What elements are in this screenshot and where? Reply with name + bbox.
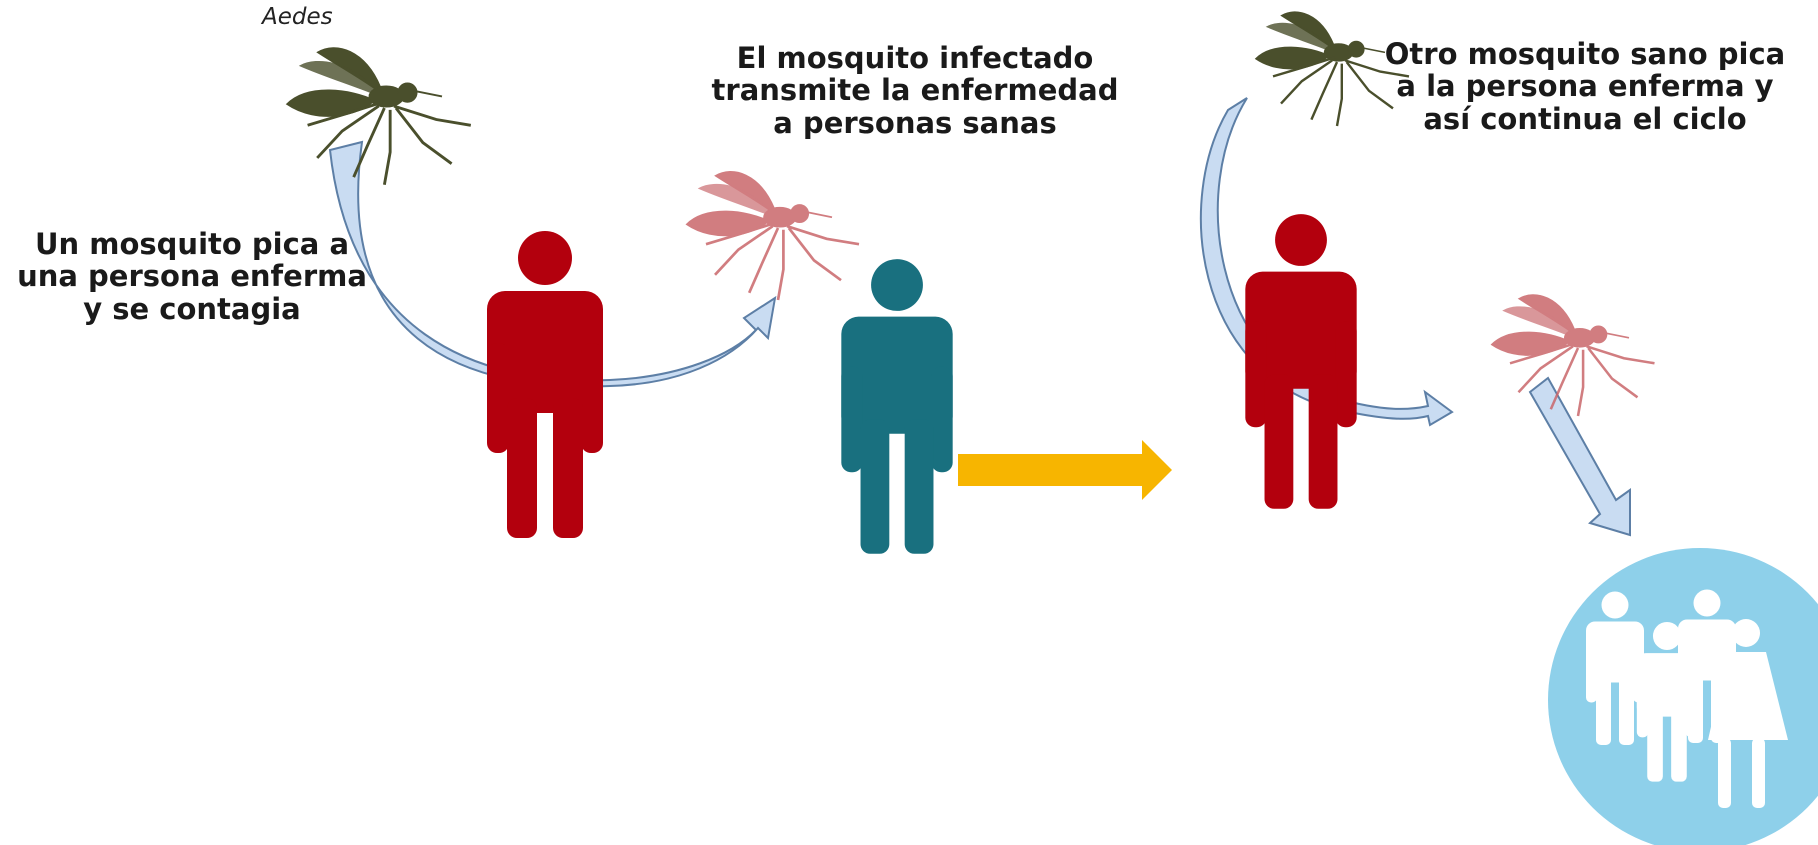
step3-caption: Otro mosquito sano pica a la persona enf…: [1370, 37, 1800, 136]
curved-arrow-bite-again: [1199, 97, 1454, 427]
straight-arrow-to-community: [1528, 376, 1631, 537]
sick-person-icon: [1245, 214, 1357, 509]
step2-caption-line: a personas sanas: [773, 105, 1057, 140]
step1-caption-line: y se contagia: [83, 291, 301, 326]
community-people-icon: [1548, 548, 1818, 845]
infected-mosquito-icon: [1490, 293, 1656, 418]
step1-caption-line: Un mosquito pica a: [34, 227, 350, 261]
step3-caption-line: Otro mosquito sano pica: [1384, 37, 1786, 71]
infected-mosquito-icon: [684, 170, 861, 302]
step1-caption-line: una persona enferma: [17, 259, 367, 294]
step1-caption: Un mosquito pica a una persona enferma y…: [6, 227, 378, 326]
step3-caption-line: a la persona enferma y: [1396, 69, 1774, 104]
step2-caption-line: El mosquito infectado: [736, 41, 1094, 75]
mosquito-icon: [285, 46, 473, 187]
step3-caption-line: así continua el ciclo: [1423, 101, 1747, 136]
healthy-person-icon: [841, 259, 953, 554]
species-label: Aedes: [262, 4, 333, 30]
step2-caption-line: transmite la enfermedad: [711, 73, 1119, 108]
step2-caption: El mosquito infectado transmite la enfer…: [700, 41, 1130, 140]
progress-arrow: [958, 440, 1172, 500]
curved-arrow-bite-sick: [328, 140, 777, 388]
sick-person-icon: [487, 231, 603, 538]
